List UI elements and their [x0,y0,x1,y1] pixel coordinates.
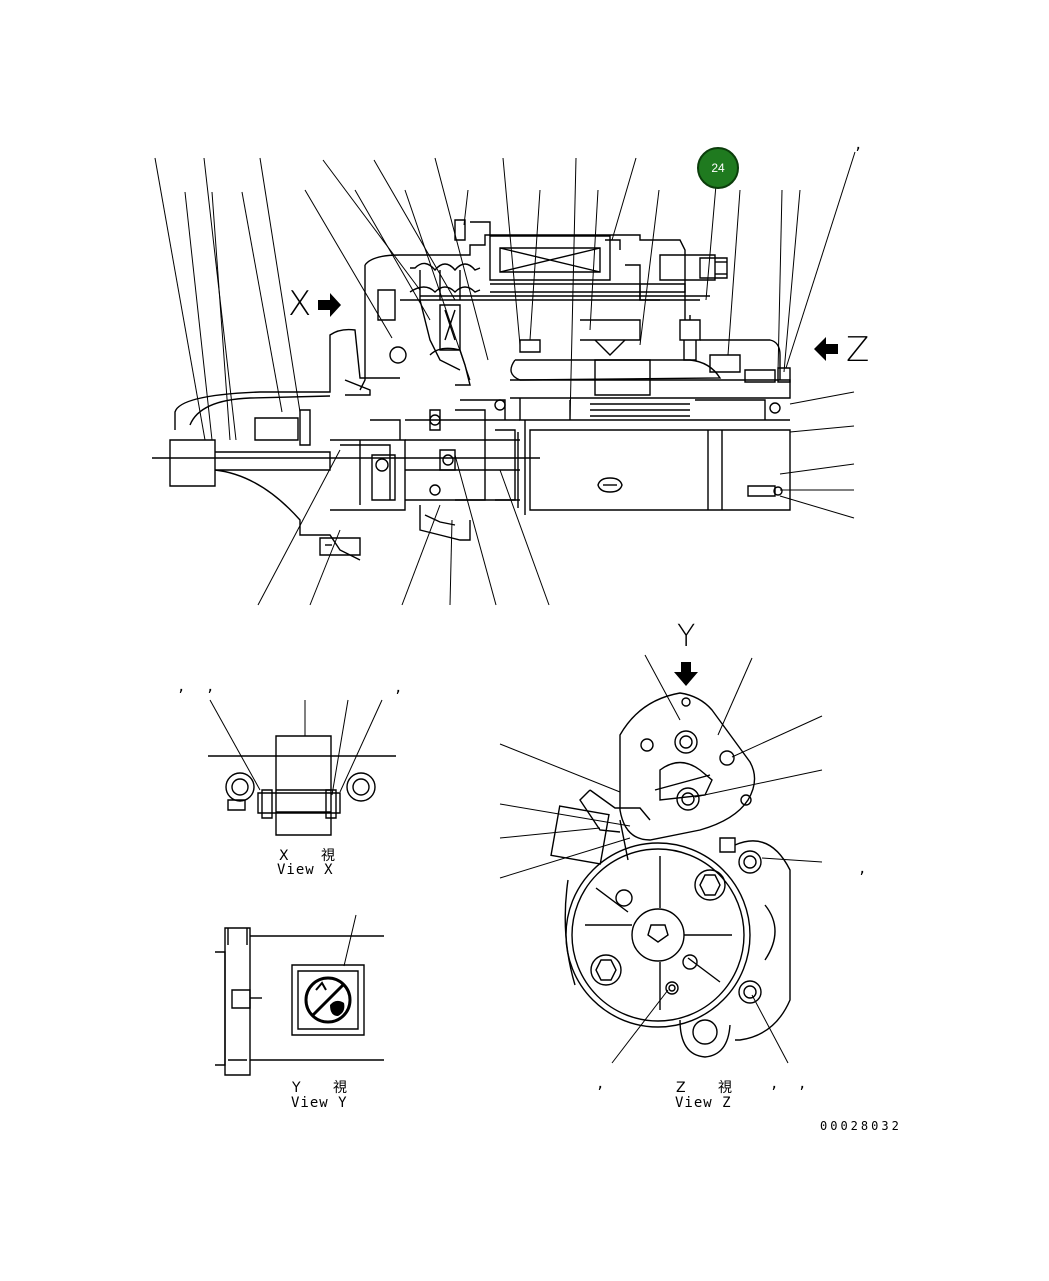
view-z-marker: Z [846,330,870,370]
motor-body [510,379,791,515]
callout-badge-icon[interactable]: 24 [697,147,739,189]
view-x-drawing [208,699,396,836]
view-y-title-en: View Y [291,1095,348,1111]
comma-view-x-3: , [394,680,403,696]
main-assembly [152,151,856,606]
comma-view-x-1: , [177,679,186,695]
drawing-number: 00028032 [820,1119,902,1133]
right-leaders [779,391,855,519]
view-z-title-cjk: Z 視 [676,1080,747,1096]
view-z-drawing [499,654,823,1064]
arrow-left-icon [814,337,838,361]
view-y-title-cjk: Y 視 [292,1080,362,1096]
comma-view-z-bottom-right: , [798,1076,807,1092]
comma-view-z-bottom-mid: , [770,1076,779,1092]
comma-view-x-2: , [206,679,215,695]
top-leaders [154,151,856,441]
view-x-marker: X [288,284,312,324]
no-water-warning-icon [304,976,352,1024]
arrow-down-icon [674,662,698,686]
view-x-title-en: View X [277,862,334,878]
comma-view-z-bottom-left: , [596,1076,605,1092]
view-y-drawing [215,914,384,1076]
comma-top-right: , [854,137,863,153]
view-y-marker: Y [677,619,696,654]
arrow-right-icon [318,293,341,317]
bottom-leaders [257,449,550,606]
view-x-title-cjk: X 視 [279,848,350,864]
callout-badge-number: 24 [711,161,725,175]
comma-view-z-right: , [858,861,867,877]
view-z-title-en: View Z [675,1095,732,1111]
solenoid [420,235,728,301]
